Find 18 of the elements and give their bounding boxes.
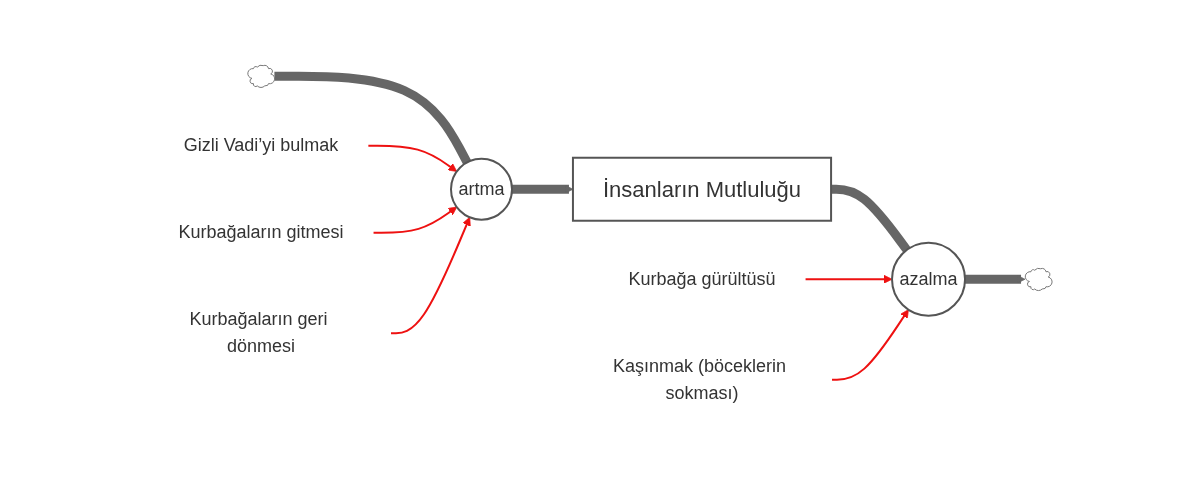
node-box: İnsanların Mutluluğu	[571, 156, 833, 222]
node-text: Kurbağa gürültüsü	[628, 268, 776, 289]
connector	[831, 184, 911, 253]
node-text: Gizli Vadi’yi bulmak	[183, 135, 339, 156]
node-text: Kurbağaların gitmesi	[178, 222, 344, 243]
node-text: Kurbağaların geri dönmesi	[189, 309, 328, 357]
arrow	[804, 274, 893, 284]
arrow	[965, 274, 1026, 284]
arrow	[372, 206, 458, 234]
node-cloud	[1024, 267, 1053, 292]
node-text: Kaşınmak (böceklerin sokması)	[612, 355, 786, 403]
arrow	[367, 144, 458, 172]
node-circle: azalma	[890, 241, 966, 317]
connector	[274, 71, 472, 165]
arrow	[830, 309, 909, 381]
arrow	[389, 216, 471, 335]
node-cloud	[247, 64, 276, 88]
node-circle: artma	[449, 157, 513, 221]
